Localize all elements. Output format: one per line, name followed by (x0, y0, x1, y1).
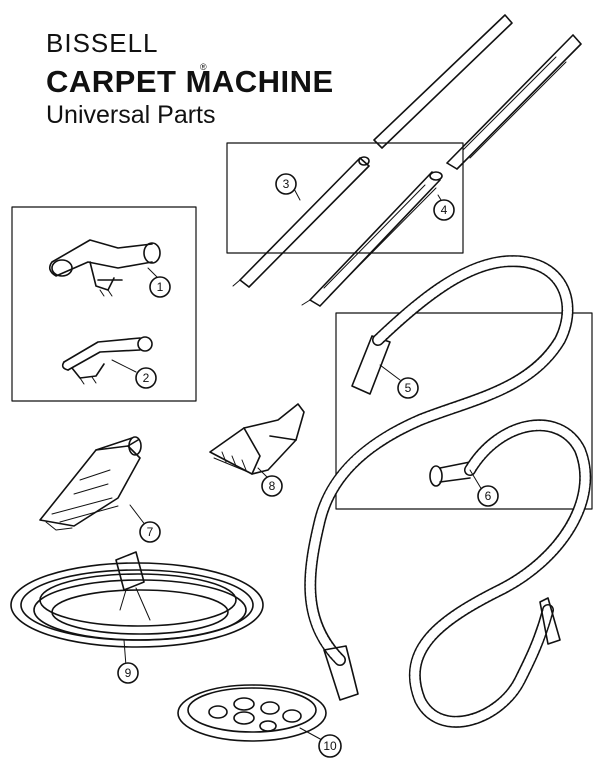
leader-lines (111, 184, 483, 741)
callout-2 (135, 367, 157, 389)
box-tools (11, 206, 197, 402)
tool-stair (39, 436, 142, 531)
callout-label-5: 5 (405, 381, 412, 395)
tool-upholstery (48, 239, 161, 297)
callout-10 (318, 734, 342, 758)
callout-label-4: 4 (441, 203, 448, 217)
brand-logo: BISSELL (46, 28, 159, 58)
callout-7 (139, 521, 161, 543)
box-hoses (335, 312, 593, 510)
kit-gaskets (177, 684, 327, 742)
registered-mark: ® (200, 62, 207, 72)
box-wands (226, 142, 464, 254)
callout-6 (477, 485, 499, 507)
hose-solution (408, 419, 592, 728)
hose-coil (10, 551, 264, 648)
title-text: CARPET MACHINE (46, 64, 334, 99)
callout-label-1: 1 (157, 280, 164, 294)
tool-hand (209, 403, 305, 475)
page-subtitle: Universal Parts (46, 101, 216, 129)
callout-5 (397, 377, 419, 399)
callout-label-10: 10 (323, 739, 337, 753)
callout-8 (261, 475, 283, 497)
callout-1 (149, 276, 171, 298)
page-title: CARPET MACHINE (46, 64, 334, 100)
callout-label-7: 7 (147, 525, 154, 539)
callout-label-8: 8 (269, 479, 276, 493)
callout-4 (433, 199, 455, 221)
callout-label-2: 2 (143, 371, 150, 385)
callout-9 (117, 662, 139, 684)
wand-straight (232, 14, 513, 288)
callout-3 (275, 173, 297, 195)
tool-crevice (61, 336, 153, 385)
callout-label-6: 6 (485, 489, 492, 503)
hose-vacuum (304, 255, 574, 701)
callout-label-3: 3 (283, 177, 290, 191)
callout-label-9: 9 (125, 666, 132, 680)
wand-curved (301, 34, 582, 307)
